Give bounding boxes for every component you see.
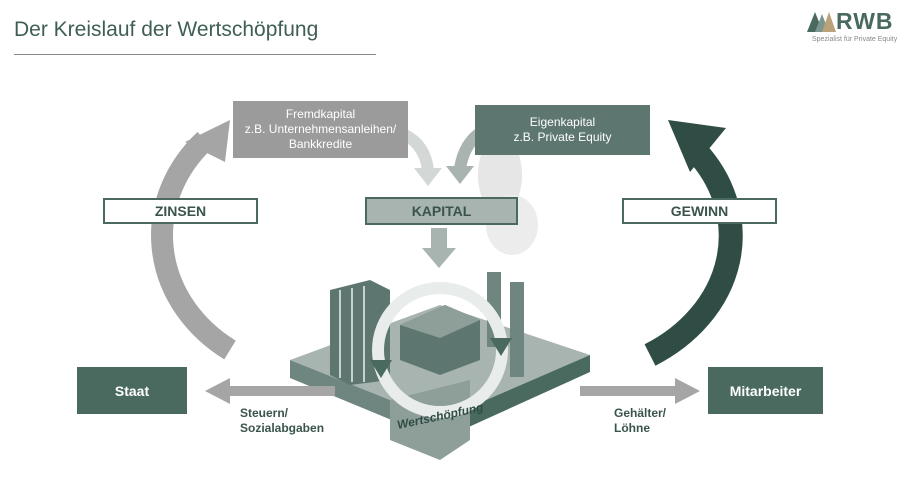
zinsen-arrowhead [185, 120, 230, 162]
mitarbeiter-box: Mitarbeiter [708, 367, 823, 414]
fremdkapital-title: Fremdkapital [285, 107, 356, 121]
eigenkapital-example: z.B. Private Equity [513, 130, 612, 144]
eigenkapital-title: Eigenkapital [529, 115, 596, 129]
page-title: Der Kreislauf der Wertschöpfung [14, 18, 319, 41]
steuern-line-2: Sozialabgaben [240, 421, 325, 435]
gehaelter-line-2: Löhne [614, 421, 650, 435]
rwb-logo-mountains-icon [807, 12, 836, 32]
gewinn-arc-arrow [644, 141, 743, 366]
fremdkapital-example-2: Bankkredite [288, 137, 353, 151]
staat-box: Staat [77, 367, 187, 414]
steuern-arrow [225, 386, 335, 396]
kapital-box: KAPITAL [365, 197, 518, 225]
gehaelter-arrow [580, 386, 680, 396]
steuern-line-1: Steuern/ [240, 406, 289, 420]
fremdkapital-example: z.B. Unternehmensanleihen/ [244, 122, 397, 136]
title-divider [14, 54, 376, 55]
gewinn-arrowhead [668, 120, 726, 172]
zinsen-box: ZINSEN [103, 198, 258, 224]
logo-subtitle: Spezialist für Private Equity [812, 36, 898, 43]
gewinn-box: GEWINN [622, 198, 777, 224]
zinsen-arc-arrow [151, 131, 236, 360]
logo-text: RWB [836, 8, 894, 34]
gehaelter-label: Gehälter/Löhne [614, 406, 666, 436]
steuern-label: Steuern/Sozialabgaben [240, 406, 324, 436]
gehaelter-line-1: Gehälter/ [614, 406, 667, 420]
